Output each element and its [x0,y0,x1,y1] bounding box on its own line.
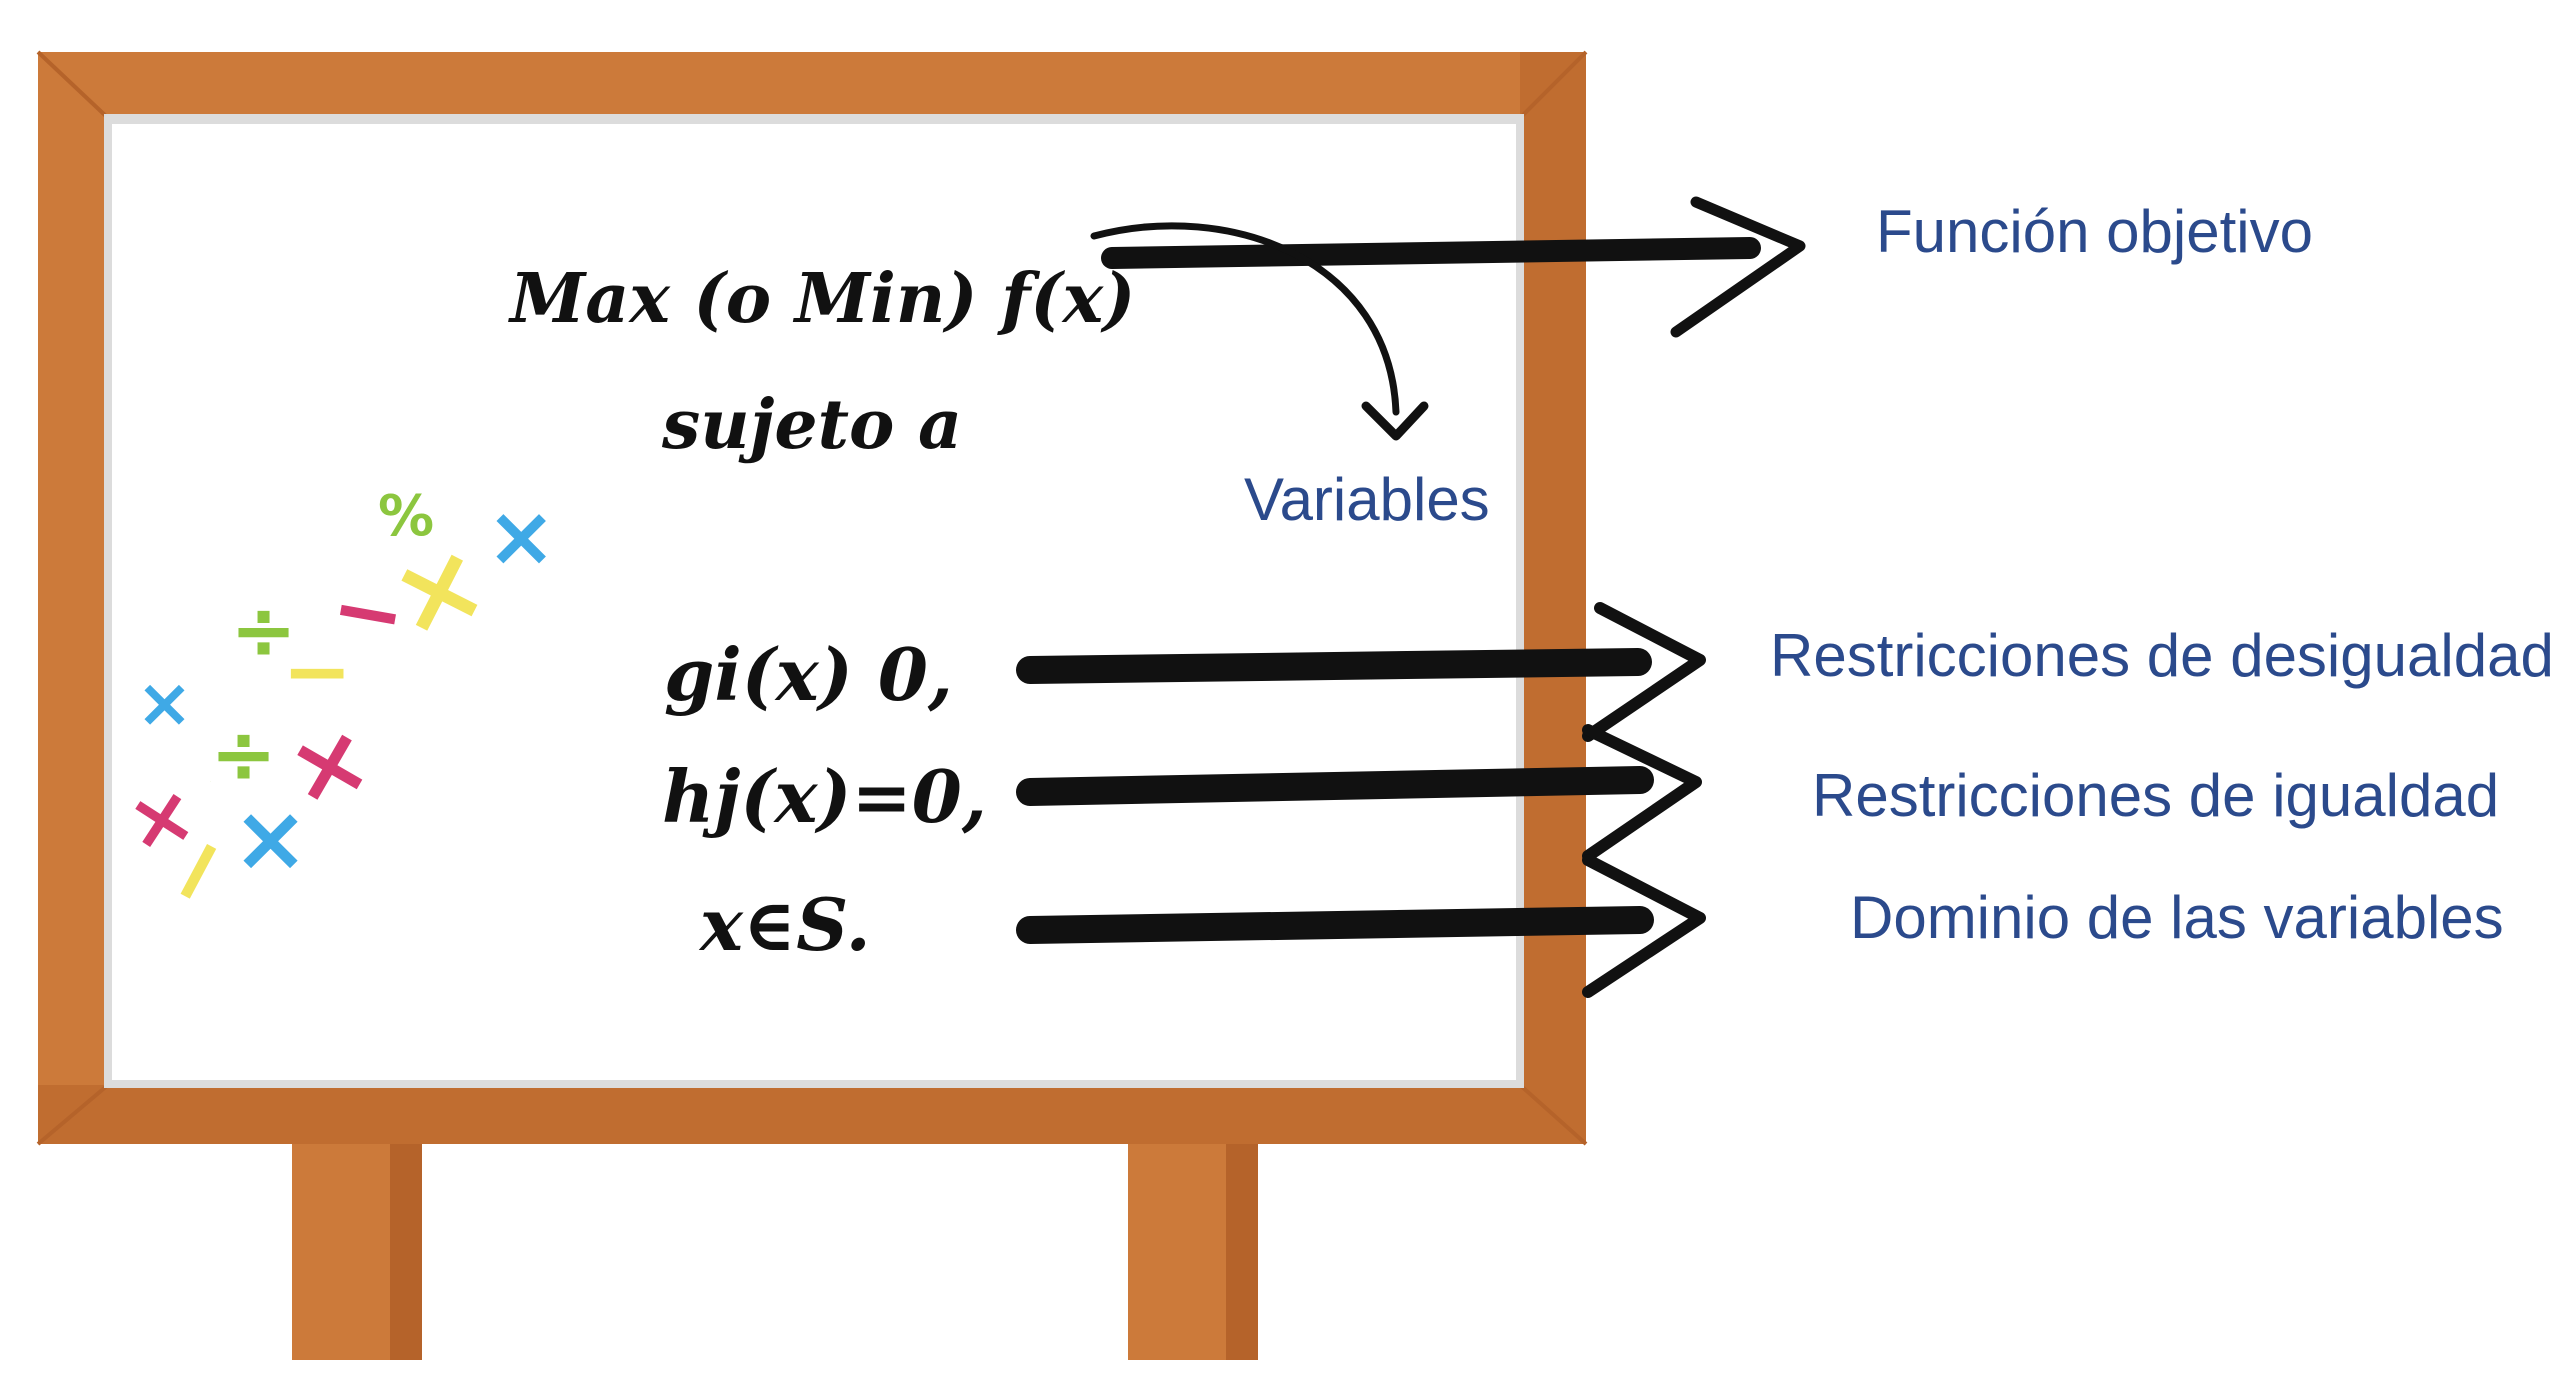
inequality-arrow-line [1016,648,1652,684]
math-symbol: % [378,484,434,549]
objective-expression: Max (o Min) f(x) [508,259,1135,339]
math-symbol: × [232,785,309,892]
math-symbol: − [282,622,352,720]
easel-leg-right-shade [1226,1140,1258,1360]
frame-shade-bottom [38,1085,1586,1144]
domain-arrow-line [1016,906,1654,944]
frame-corner-br [1518,1083,1588,1146]
math-symbol: × [486,487,556,585]
subject-to-text: sujeto a [661,385,962,465]
objective-arrow-head [1670,196,1806,338]
objective-arrow-line [1101,237,1761,269]
easel-leg-left-shade [390,1140,422,1360]
inequality-arrow-head [1582,602,1706,742]
label-objective-function: Función objetivo [1876,198,2313,265]
label-inequality-constraints: Restricciones de desigualdad [1770,622,2554,689]
variables-curved-arrow [1090,222,1400,416]
math-symbol: ÷ [210,708,277,801]
math-symbol: ÷ [230,584,297,677]
arrows [1016,196,1806,998]
inequality-constraint: gi(x) 0, [664,632,953,717]
easel-legs [292,1140,1258,1360]
variables-arrow-head [1361,401,1429,441]
frame-corner-tl [36,50,110,120]
math-symbol: − [323,555,413,669]
equality-arrow-line [1016,766,1654,806]
math-symbol: ÷ [210,780,211,783]
math-symbols-decoration: % × ÷ − × ÷ − × ÷ × × × − [119,484,556,928]
frame-corner-tr [1518,50,1588,120]
labels: Función objetivo Variables Restricciones… [1244,198,2554,951]
label-variables: Variables [1244,466,1490,533]
frame-shade-right [1520,52,1586,1144]
label-variable-domain: Dominio de las variables [1850,884,2504,951]
domain-constraint: x∈S. [698,882,871,967]
equality-constraint: hj(x)=0, [662,754,987,839]
label-equality-constraints: Restricciones de igualdad [1812,762,2499,829]
math-symbol: × [136,664,193,743]
frame-corner-bl [36,1083,110,1146]
equality-arrow-head [1582,724,1702,862]
domain-arrow-head [1582,854,1706,998]
board-content: Max (o Min) f(x) sujeto a gi(x) 0, hj(x)… [508,259,1135,967]
